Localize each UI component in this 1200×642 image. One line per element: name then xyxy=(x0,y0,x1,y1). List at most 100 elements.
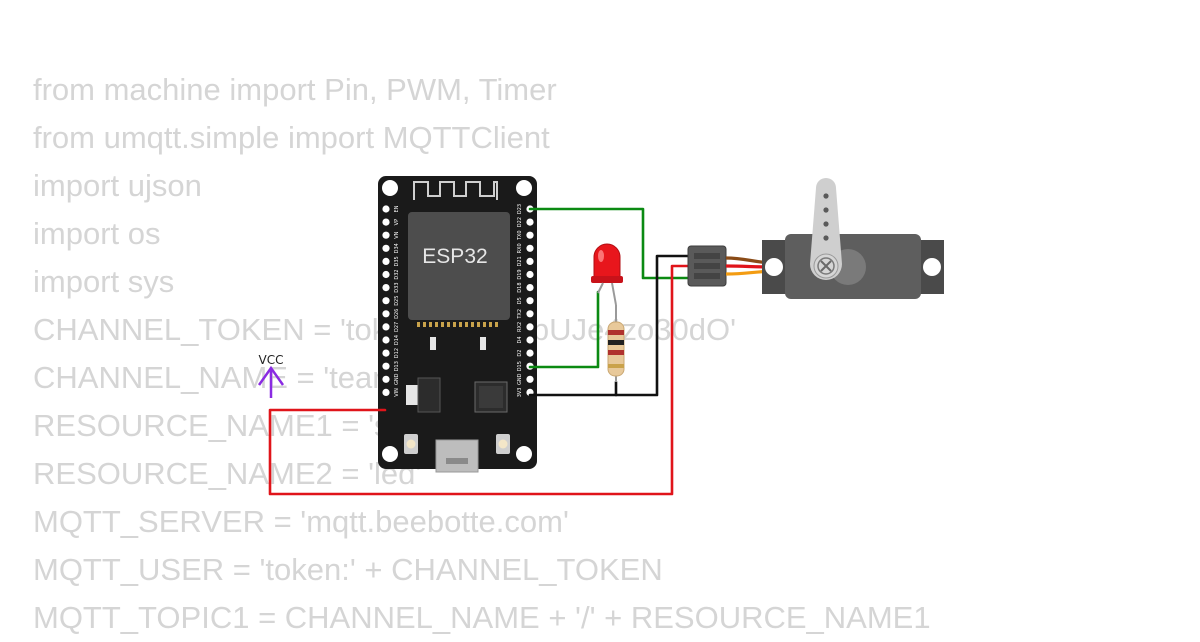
pin-label: TX0 xyxy=(517,230,523,241)
esp32-board[interactable]: ESP32 ENVPVND34D35D32D33D25D26D27D14D12D… xyxy=(378,176,537,473)
pin-label: D23 xyxy=(517,204,523,214)
regulator-tab xyxy=(406,385,418,405)
pin-hole[interactable] xyxy=(526,218,534,226)
code-line: MQTT_TOPIC1 = CHANNEL_NAME + '/' + RESOU… xyxy=(33,600,931,635)
pin-hole[interactable] xyxy=(382,231,390,239)
led-body xyxy=(593,243,621,279)
pin-hole[interactable] xyxy=(382,362,390,370)
smd-component xyxy=(430,337,436,350)
left-pin-header: ENVPVND34D35D32D33D25D26D27D14D12D13GNDV… xyxy=(382,205,400,397)
code-editor-background: from machine import Pin, PWM, Timer from … xyxy=(33,66,931,642)
pin-label: D15 xyxy=(517,361,523,371)
pin-hole[interactable] xyxy=(526,284,534,292)
pin-hole[interactable] xyxy=(526,310,534,318)
resistor-body xyxy=(607,321,625,377)
red-led[interactable] xyxy=(591,243,623,306)
pin-label: GND xyxy=(394,373,400,385)
pin-label: D18 xyxy=(517,282,523,292)
pin-hole[interactable] xyxy=(526,244,534,252)
pin-hole[interactable] xyxy=(382,270,390,279)
usb-uart-chip-core xyxy=(479,386,503,408)
antenna-trace xyxy=(413,181,498,200)
board-label: ESP32 xyxy=(422,245,487,268)
servo-motor[interactable] xyxy=(762,178,944,299)
mount-hole xyxy=(516,180,532,196)
pin-label: D14 xyxy=(394,335,400,345)
pin-hole[interactable] xyxy=(382,218,390,226)
pin-hole[interactable] xyxy=(526,257,534,265)
pin-hole[interactable] xyxy=(526,297,534,305)
pin-label: D32 xyxy=(394,269,400,279)
pin-label: 3V3 xyxy=(517,388,523,398)
pin-hole[interactable] xyxy=(382,349,390,357)
module-pads xyxy=(417,322,498,327)
code-line: import os xyxy=(33,216,161,251)
smd-component xyxy=(480,337,486,350)
mount-hole xyxy=(516,446,532,462)
pin-hole[interactable] xyxy=(382,336,390,344)
pin-label: D12 xyxy=(394,348,400,358)
pin-hole[interactable] xyxy=(382,323,390,331)
pin-label: EN xyxy=(394,205,400,212)
led-rim xyxy=(591,276,623,283)
connector-slot xyxy=(694,273,720,279)
pin-hole[interactable] xyxy=(526,323,534,331)
pin-label: D4 xyxy=(517,336,523,343)
pin-hole[interactable] xyxy=(526,349,534,357)
pin-hole[interactable] xyxy=(382,244,390,252)
pin-hole[interactable] xyxy=(382,297,390,305)
code-line: from machine import Pin, PWM, Timer xyxy=(33,72,557,107)
code-line: from umqtt.simple import MQTTClient xyxy=(33,120,550,155)
pin-hole[interactable] xyxy=(526,231,534,239)
usb-connector xyxy=(435,439,479,473)
code-line: import sys xyxy=(33,264,175,299)
resistor[interactable] xyxy=(607,305,625,382)
pin-hole[interactable] xyxy=(526,270,534,279)
pin-label: TX2 xyxy=(517,309,523,320)
vcc-marker[interactable]: VCC xyxy=(257,353,285,398)
pin-label: D2 xyxy=(517,350,523,357)
pin-hole[interactable] xyxy=(382,310,390,318)
pin-hole[interactable] xyxy=(382,205,390,213)
pin-label: GND xyxy=(517,373,523,385)
pin-hole[interactable] xyxy=(526,375,534,383)
pin-label: D5 xyxy=(517,297,523,304)
resistor-band xyxy=(608,350,624,355)
led-highlight xyxy=(598,250,604,262)
pin-hole[interactable] xyxy=(382,284,390,292)
pin-label: RX0 xyxy=(517,243,523,253)
pin-label: D35 xyxy=(394,256,400,266)
pin-label: VIN xyxy=(394,388,400,397)
en-button-cap xyxy=(498,439,508,449)
right-pin-header: D23D22TX0RX0D21D19D18D5TX2RX2D4D2D15GND3… xyxy=(517,204,534,397)
code-line: MQTT_SERVER = 'mqtt.beebotte.com' xyxy=(33,504,569,539)
mount-hole xyxy=(765,258,783,276)
pin-label: D13 xyxy=(394,361,400,371)
mount-hole xyxy=(923,258,941,276)
pin-label: D21 xyxy=(517,256,523,266)
pin-label: RX2 xyxy=(517,322,523,332)
pin-label: D33 xyxy=(394,282,400,292)
pin-hole[interactable] xyxy=(382,257,390,265)
wifi-module xyxy=(408,212,510,320)
pin-label: D26 xyxy=(394,309,400,319)
pin-label: VP xyxy=(394,219,400,225)
wire-resistor-gnd xyxy=(528,380,618,397)
connector-slot xyxy=(694,263,720,269)
pin-hole[interactable] xyxy=(382,375,390,383)
pin-hole[interactable] xyxy=(382,388,390,396)
pin-hole[interactable] xyxy=(526,336,534,344)
resistor-band xyxy=(608,364,624,368)
servo-connector[interactable] xyxy=(687,245,727,287)
mount-hole xyxy=(382,180,398,196)
wire-servo-vcc xyxy=(268,264,690,496)
servo-horn xyxy=(810,178,842,280)
mount-hole xyxy=(382,446,398,462)
usb-port xyxy=(446,458,468,464)
wire-servo-gnd xyxy=(614,254,690,397)
pin-label: D27 xyxy=(394,322,400,332)
wires xyxy=(268,207,690,496)
pin-label: D25 xyxy=(394,296,400,306)
connector-slot xyxy=(694,253,720,259)
